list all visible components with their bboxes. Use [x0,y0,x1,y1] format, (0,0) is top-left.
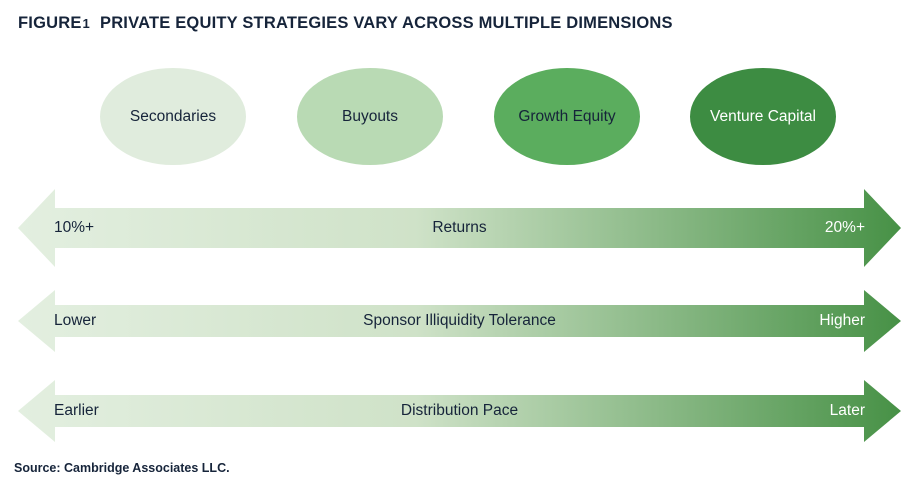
dimension-left-label: 10%+ [54,219,95,236]
double-arrow-shape [18,290,901,352]
dimension-left-label: Lower [54,312,97,329]
category-ellipse-secondaries: Secondaries [100,68,246,165]
dimension-arrow-returns: 10%+ Returns 20%+ [0,186,919,270]
dimension-labels-illiquidity: Lower Sponsor Illiquidity Tolerance High… [0,288,919,354]
category-ellipse-buyouts: Buyouts [297,68,443,165]
double-arrow-shape [18,189,901,267]
figure-headline: PRIVATE EQUITY STRATEGIES VARY ACROSS MU… [99,14,673,32]
dimension-arrow-illiquidity: Lower Sponsor Illiquidity Tolerance High… [0,288,919,354]
dimension-left-label: Earlier [54,402,99,419]
dimension-center-label: Distribution Pace [400,402,519,419]
dimension-center-label: Sponsor Illiquidity Tolerance [363,312,556,329]
category-label: Buyouts [341,107,398,125]
strategy-category-row: Secondaries Buyouts Growth Equity Ventur… [0,68,919,168]
dimension-right-label: Later [829,402,865,419]
dimension-right-label: Higher [819,312,865,329]
source-note: Source: Cambridge Associates LLC. [14,461,230,475]
figure-number: 1 [82,16,90,31]
category-label: Venture Capital [710,107,816,125]
double-arrow-shape [18,380,901,442]
dimension-arrow-distribution-pace: Earlier Distribution Pace Later [0,378,919,444]
category-label: Secondaries [129,107,217,125]
dimension-center-label: Returns [432,219,487,236]
category-ellipse-growth-equity: Growth Equity [494,68,640,165]
category-ellipse-venture-capital: Venture Capital [690,68,836,165]
dimension-right-label: 20%+ [824,219,865,236]
page-title: FIGURE1 PRIVATE EQUITY STRATEGIES VARY AC… [18,14,673,33]
dimension-labels-distribution-pace: Earlier Distribution Pace Later [0,378,919,444]
dimension-labels-returns: 10%+ Returns 20%+ [0,186,919,270]
category-label: Growth Equity [518,107,616,125]
figure-label: FIGURE [18,14,82,32]
